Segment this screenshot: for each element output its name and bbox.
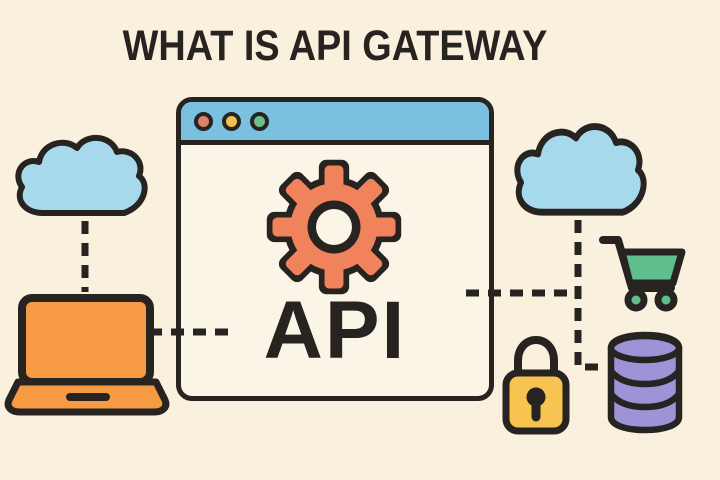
laptop-client-icon — [4, 294, 170, 416]
traffic-dot-green — [250, 111, 269, 131]
database-icon — [607, 331, 683, 434]
security-lock-icon — [502, 335, 570, 435]
api-label: API — [263, 285, 407, 376]
connector-right-cloud-database — [574, 220, 605, 371]
traffic-dot-yellow — [222, 111, 241, 131]
browser-titlebar — [181, 102, 489, 145]
cloud-icon-right — [514, 123, 647, 216]
settings-gear-icon — [266, 159, 402, 295]
cloud-icon-left — [15, 135, 148, 216]
shopping-cart-icon — [599, 236, 686, 312]
traffic-dot-red — [194, 111, 213, 131]
page-title: WHAT IS API GATEWAY — [122, 22, 548, 70]
